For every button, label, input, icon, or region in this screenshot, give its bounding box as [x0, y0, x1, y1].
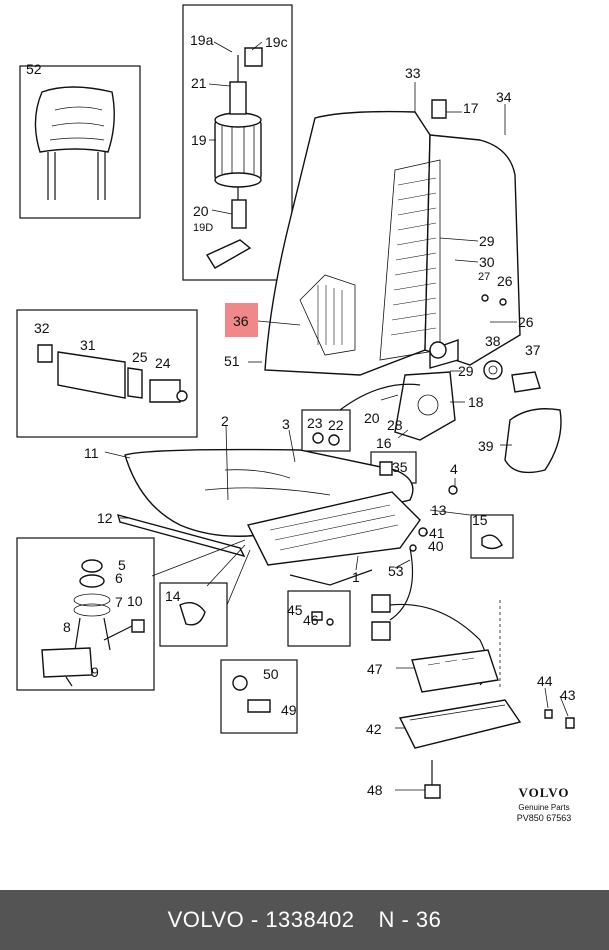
callout-17: 17: [463, 100, 479, 116]
callout-22: 22: [328, 417, 344, 433]
callout-labels: 52 19a 19c 21 19 20 19D 33 17 34 29 30 2…: [26, 32, 576, 798]
inset-box-15: [470, 514, 514, 559]
callout-21: 21: [191, 75, 207, 91]
callout-20-upper: 20: [193, 203, 209, 219]
recliner-drawing: [339, 360, 562, 474]
callout-52: 52: [26, 61, 42, 77]
inset-box-45-46: [287, 590, 351, 647]
switch-drawing: [37, 344, 188, 403]
inset-box-23-22: [301, 409, 351, 452]
heater-motor-drawing: [205, 47, 263, 269]
callout-7: 7: [115, 594, 123, 610]
callout-9: 9: [91, 664, 99, 680]
inset-box-heater-motor: [182, 4, 293, 281]
callout-11: 11: [84, 445, 99, 461]
heating-element-drawing: [41, 559, 145, 687]
volvo-logo: VOLVO: [518, 785, 570, 800]
callout-27: 27: [478, 271, 490, 283]
callout-53: 53: [388, 563, 404, 579]
callout-38: 38: [485, 333, 501, 349]
callout-29-upper: 29: [479, 233, 495, 249]
callout-50: 50: [263, 666, 279, 682]
callout-1: 1: [352, 569, 360, 585]
diagram-code: PV850 67563: [516, 813, 572, 823]
brand-block: VOLVO Genuine Parts PV850 67563: [509, 785, 579, 823]
callout-36: 36: [233, 313, 249, 329]
callout-14: 14: [165, 588, 181, 604]
callout-6: 6: [115, 570, 123, 586]
callout-44: 44: [537, 673, 553, 689]
callout-26-upper: 26: [497, 273, 513, 289]
callout-25: 25: [132, 349, 148, 365]
callout-26-lower: 26: [518, 314, 534, 330]
callout-41: 41: [429, 525, 445, 541]
callout-19a: 19a: [190, 32, 214, 48]
callout-4: 4: [450, 461, 458, 477]
leader-lines: [104, 41, 569, 791]
callout-5: 5: [118, 557, 126, 573]
callout-45: 45: [287, 602, 303, 618]
seat-cushion-drawing: [116, 448, 421, 586]
footer-bar: VOLVO - 1338402 N - 36: [0, 890, 609, 950]
callout-3: 3: [282, 416, 290, 432]
inset-box-switch: [16, 309, 198, 438]
brand-subtitle: Genuine Parts: [518, 803, 570, 812]
footer-part-reference: VOLVO - 1338402: [167, 907, 355, 932]
callout-8: 8: [63, 619, 71, 635]
callout-30: 30: [479, 254, 495, 270]
callout-48: 48: [367, 782, 383, 798]
callout-37: 37: [525, 342, 541, 358]
callout-33: 33: [405, 65, 421, 81]
highlight-part-36: [225, 303, 258, 337]
callout-23: 23: [307, 415, 323, 431]
callout-2: 2: [221, 413, 229, 429]
footer-page-number: N - 36: [378, 907, 442, 932]
callout-31: 31: [80, 337, 96, 353]
callout-24: 24: [155, 355, 171, 371]
callout-35: 35: [392, 459, 408, 475]
callout-46: 46: [303, 612, 319, 628]
callout-18: 18: [468, 394, 484, 410]
seat-back-drawing: [264, 99, 521, 376]
callout-32: 32: [34, 320, 50, 336]
callout-19c: 19c: [265, 34, 288, 50]
callout-10: 10: [127, 593, 143, 609]
callout-34: 34: [496, 89, 512, 105]
callout-19d: 19D: [193, 222, 213, 234]
callout-47: 47: [367, 661, 383, 677]
inset-box-heating-element: [16, 537, 155, 691]
callout-42: 42: [366, 721, 382, 737]
headrest-drawing: [34, 86, 115, 200]
inset-box-headrest: [19, 65, 141, 219]
exploded-parts-diagram: 52 19a 19c 21 19 20 19D 33 17 34 29 30 2…: [16, 4, 576, 799]
callout-43: 43: [560, 687, 576, 703]
inset-box-49-50: [220, 659, 298, 734]
callout-39: 39: [478, 438, 494, 454]
callout-16: 16: [376, 435, 392, 451]
wiring-module-drawing: [371, 547, 575, 799]
inset-box-clip-14: [159, 582, 228, 647]
callout-29-lower: 29: [458, 363, 474, 379]
callout-19: 19: [191, 132, 207, 148]
callout-12: 12: [97, 510, 113, 526]
callout-49: 49: [281, 702, 297, 718]
callout-15: 15: [472, 512, 488, 528]
callout-28: 28: [387, 417, 403, 433]
callout-51: 51: [224, 353, 240, 369]
callout-40: 40: [428, 538, 444, 554]
callout-20-lower: 20: [364, 410, 380, 426]
callout-13: 13: [431, 502, 447, 518]
